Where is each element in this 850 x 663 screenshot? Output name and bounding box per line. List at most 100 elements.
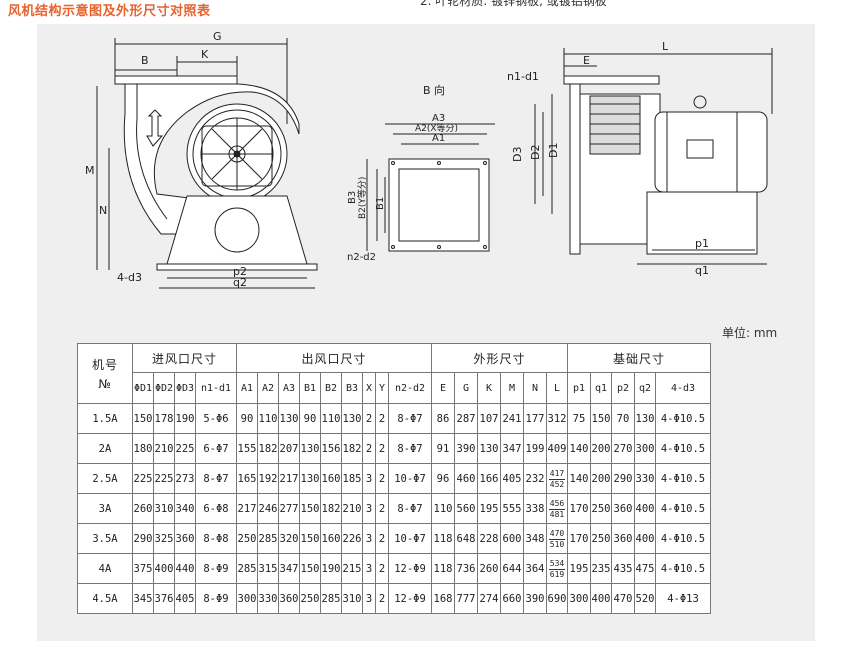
table-cell: 2 (375, 403, 389, 434)
table-cell: 274 (477, 583, 501, 614)
outlet-header: 出风口尺寸 (236, 343, 432, 373)
column-header: ΦD1 (132, 372, 154, 404)
b-view-title: B 向 (423, 83, 445, 97)
table-cell: 160 (320, 463, 342, 494)
table-cell: 10-Φ7 (388, 523, 432, 554)
table-cell: 3 (362, 493, 376, 524)
table-cell: 246 (257, 493, 279, 524)
table-cell: 130 (299, 433, 321, 464)
table-cell: 200 (590, 433, 612, 464)
table-cell: 2 (375, 493, 389, 524)
table-cell: 235 (590, 553, 612, 584)
table-cell: 376 (153, 583, 175, 614)
column-header: A3 (278, 372, 300, 404)
table-group-header-row: 机号 № 进风口尺寸 出风口尺寸 外形尺寸 基础尺寸 (77, 343, 711, 404)
table-cell: 2 (362, 433, 376, 464)
column-header: B2 (320, 372, 342, 404)
table-cell: 660 (500, 583, 524, 614)
label-n2-d2: n2-d2 (347, 252, 376, 263)
model-cell: 3.5A (77, 523, 133, 554)
column-header: L (546, 372, 568, 404)
label-q2: q2 (233, 276, 247, 289)
L-max: 619 (549, 570, 565, 579)
table-cell: 226 (341, 523, 363, 554)
table-cell: 6-Φ8 (195, 493, 237, 524)
table-cell: 340 (174, 493, 196, 524)
column-header: ΦD3 (174, 372, 196, 404)
label-A1: A1 (432, 133, 445, 144)
model-cell: 4.5A (77, 583, 133, 614)
table-cell: 2 (362, 403, 376, 434)
table-cell: 8-Φ9 (195, 583, 237, 614)
side-view (534, 48, 773, 265)
table-cell: 110 (431, 493, 455, 524)
column-header: q1 (590, 372, 612, 404)
label-E: E (583, 54, 590, 67)
table-cell: 150 (299, 523, 321, 554)
table-cell: 180 (132, 433, 154, 464)
table-cell: 405 (500, 463, 524, 494)
table-cell: 364 (523, 553, 547, 584)
column-header: B1 (299, 372, 321, 404)
table-cell: 8-Φ7 (195, 463, 237, 494)
label-p2: p2 (233, 265, 247, 278)
table-cell: 150 (299, 553, 321, 584)
table-cell: 290 (611, 463, 635, 494)
front-view-labels: G B K M N 4-d3 p2 q2 (85, 30, 247, 289)
label-A2: A2(X等分) (415, 122, 458, 134)
table-cell: 287 (454, 403, 478, 434)
front-view (96, 38, 318, 289)
table-cell: 690 (546, 583, 568, 614)
table-cell: 130 (634, 403, 656, 434)
table-cell: 310 (153, 493, 175, 524)
column-header: A1 (236, 372, 258, 404)
model-cell: 2.5A (77, 463, 133, 494)
table-cell: 360 (611, 523, 635, 554)
table-cell: 470 (611, 583, 635, 614)
table-cell: 347 (278, 553, 300, 584)
table-cell: 2 (375, 523, 389, 554)
table-cell: 400 (153, 553, 175, 584)
model-header-sub: № (98, 377, 112, 391)
table-cell: 3 (362, 553, 376, 584)
table-cell: 4-Φ13 (655, 583, 711, 614)
table-cell: 185 (341, 463, 363, 494)
L-min: 456 (548, 499, 566, 510)
table-cell: 345 (132, 583, 154, 614)
table-cell: 228 (477, 523, 501, 554)
model-cell: 2A (77, 433, 133, 464)
table-cell: 225 (153, 463, 175, 494)
table-cell: 140 (567, 433, 591, 464)
label-4-d3: 4-d3 (117, 271, 142, 284)
label-D2: D2 (529, 145, 542, 160)
model-cell: 3A (77, 493, 133, 524)
table-cell: 215 (341, 553, 363, 584)
table-cell: 190 (320, 553, 342, 584)
column-header: n2-d2 (388, 372, 432, 404)
table-cell: 260 (132, 493, 154, 524)
table-cell: 177 (523, 403, 547, 434)
table-cell: 3 (362, 523, 376, 554)
table-cell: 736 (454, 553, 478, 584)
column-header: B3 (341, 372, 363, 404)
table-cell: 400 (634, 493, 656, 524)
table-cell: 160 (320, 523, 342, 554)
table-cell: 315 (257, 553, 279, 584)
label-D3: D3 (511, 147, 524, 162)
table-cell: 210 (341, 493, 363, 524)
table-cell: 5-Φ6 (195, 403, 237, 434)
table-cell: 400 (590, 583, 612, 614)
base-header: 基础尺寸 (567, 343, 711, 373)
table-cell: 270 (611, 433, 635, 464)
label-G: G (213, 30, 222, 43)
table-cell: 260 (477, 553, 501, 584)
table-cell: 360 (174, 523, 196, 554)
table-cell: 199 (523, 433, 547, 464)
